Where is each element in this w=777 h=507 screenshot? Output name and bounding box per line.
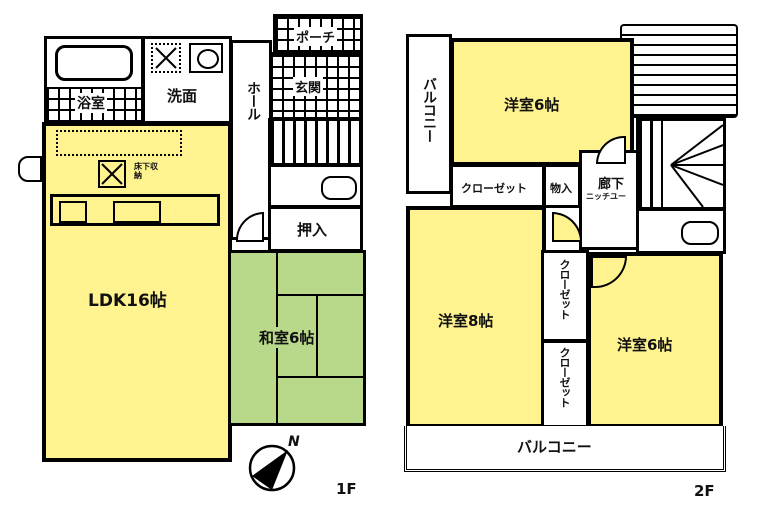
western-room-left: 洋室8帖 xyxy=(406,206,546,428)
door-swing-icon xyxy=(591,256,627,288)
tatami-mat xyxy=(276,376,366,426)
underfloor-storage-label: 床下収納 xyxy=(134,162,158,180)
closet-right: クローゼット xyxy=(541,340,589,428)
western-room-right: 洋室6帖 xyxy=(587,252,723,428)
closet-left-label: クローゼット xyxy=(558,259,571,319)
floor-label-2f: 2F xyxy=(694,482,715,500)
storage-top-label: 物入 xyxy=(550,182,572,195)
closet-top: クローゼット xyxy=(450,164,545,208)
toilet-fixture-icon xyxy=(321,176,357,200)
japanese-room-label: 和室6帖 xyxy=(259,327,315,348)
compass-north-label: N xyxy=(288,434,300,450)
x-mark-icon xyxy=(101,163,123,185)
corridor-label: 廊下 xyxy=(598,177,625,192)
washing-machine-icon xyxy=(151,43,181,73)
japanese-room: 和室6帖 xyxy=(228,250,366,426)
niche-label: ニッチユー xyxy=(586,192,626,201)
spiral-stair-icon xyxy=(663,121,723,207)
closet-right-label: クローゼット xyxy=(558,347,571,407)
floor-label-1f: 1F xyxy=(336,480,357,498)
exterior-door-icon xyxy=(18,156,42,182)
staircase-1f xyxy=(268,118,363,166)
closet-left: クローゼット xyxy=(541,250,589,342)
kitchen-counter xyxy=(50,194,220,226)
closet-top-label: クローゼット xyxy=(461,182,527,195)
balcony-side: バルコニー xyxy=(406,34,452,194)
ldk-label: LDK16帖 xyxy=(88,291,167,311)
western-room-left-label: 洋室8帖 xyxy=(438,312,494,330)
staircase-2f xyxy=(636,118,726,210)
washroom-label: 洗面 xyxy=(167,87,198,105)
porch-area: ポーチ xyxy=(273,14,363,54)
oshiire-label: 押入 xyxy=(297,221,328,239)
entrance-label: 玄関 xyxy=(293,77,324,96)
hall-label: ホール xyxy=(245,81,261,120)
porch-label: ポーチ xyxy=(294,27,338,46)
storage-top: 物入 xyxy=(543,164,581,208)
bath-room: 浴室 xyxy=(44,36,144,124)
x-mark-icon xyxy=(155,47,177,69)
oshiire-closet: 押入 xyxy=(268,206,363,252)
storage-box-icon xyxy=(98,160,126,188)
kitchen-cabinet-dotted xyxy=(56,130,182,156)
stove-icon xyxy=(59,201,87,223)
toilet-fixture-icon xyxy=(681,221,719,245)
balcony-bottom: バルコニー xyxy=(404,426,726,472)
ldk-room: 床下収納 LDK16帖 xyxy=(42,122,232,462)
kitchen-sink-icon xyxy=(113,201,161,223)
sink-icon xyxy=(189,43,223,73)
north-arrow-icon xyxy=(248,444,296,492)
compass-icon: N xyxy=(246,434,302,494)
western-room-right-label: 洋室6帖 xyxy=(617,336,673,354)
western-room-top-label: 洋室6帖 xyxy=(504,96,560,114)
bathtub-icon xyxy=(55,45,133,81)
balcony-rail-top xyxy=(620,24,738,118)
toilet-2f xyxy=(636,208,726,254)
balcony-bottom-label: バルコニー xyxy=(517,438,592,456)
bath-label: 浴室 xyxy=(75,93,107,113)
balcony-side-label: バルコニー xyxy=(421,77,437,142)
corridor-2f: 廊下 ニッチユー xyxy=(579,150,639,250)
toilet-1f xyxy=(268,164,363,208)
floor-1f: ポーチ 玄関 ホール 押入 浴室 洗面 床下収納 xyxy=(0,0,380,507)
door-swing-icon xyxy=(552,212,582,242)
